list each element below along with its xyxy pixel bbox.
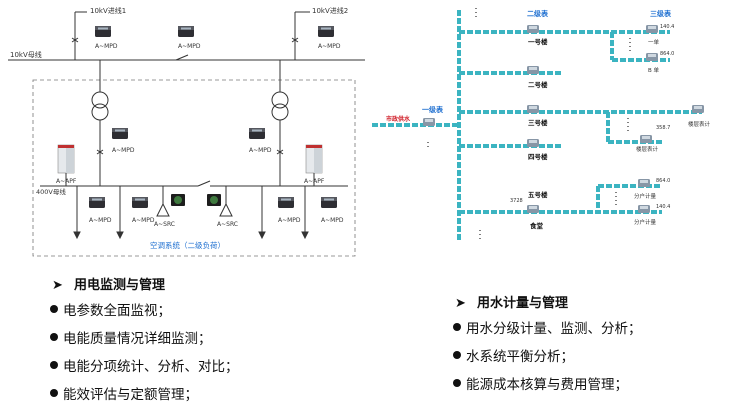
floor-meter-label: 楼层表计 bbox=[636, 145, 659, 153]
src-label-1: A~SRC bbox=[154, 221, 175, 228]
busbar-10kv-label: 10kV母线 bbox=[10, 50, 42, 59]
src-device-1 bbox=[156, 202, 170, 217]
bullet-icon bbox=[453, 379, 461, 387]
level2-label: 二级表 bbox=[527, 9, 549, 18]
water-section-title: ➤用水计量与管理 bbox=[455, 296, 569, 311]
mpd-label-top-3: A~MPD bbox=[318, 43, 341, 50]
unit-a-label: 一单 bbox=[648, 38, 660, 46]
load-group-label: 空调系统（二级负荷） bbox=[150, 240, 225, 250]
reading-building-5: 3728 bbox=[510, 198, 523, 204]
electric-section-title: ➤用电监测与管理 bbox=[52, 278, 166, 293]
unit-b-label: B 单 bbox=[648, 66, 660, 74]
water-meter-floor bbox=[640, 135, 652, 143]
apf-cabinet-1 bbox=[57, 144, 75, 174]
secondary-boundary bbox=[32, 79, 356, 257]
reading-sub-1: 864.0 bbox=[656, 178, 670, 184]
bullet-icon bbox=[50, 333, 58, 341]
bullet-icon bbox=[50, 305, 58, 313]
mpd-device-top-1 bbox=[95, 26, 111, 37]
list-item: 用水分级计量、监测、分析； bbox=[453, 315, 642, 343]
list-item: 能效评估与定额管理； bbox=[50, 381, 239, 409]
main-meter-label: 楼层表计 bbox=[688, 120, 711, 128]
busbar-400v-label: 400V母线 bbox=[36, 187, 66, 196]
sub-meter-2-label: 分户计量 bbox=[634, 218, 657, 226]
water-meter-sub-1 bbox=[638, 179, 650, 187]
mpd-label-top-1: A~MPD bbox=[95, 43, 118, 50]
mpd-device-bottom-4 bbox=[321, 197, 337, 208]
transformer-2 bbox=[271, 91, 289, 109]
water-meter-unit-b bbox=[646, 53, 658, 61]
sub-meter-1-label: 分户计量 bbox=[634, 192, 657, 200]
list-item: 能源成本核算与费用管理； bbox=[453, 371, 642, 399]
water-meter-b4 bbox=[527, 139, 539, 147]
arrow-right-icon: ➤ bbox=[52, 278, 63, 293]
mpd-device-mid-1 bbox=[112, 128, 128, 139]
list-item: 电参数全面监视； bbox=[50, 297, 239, 325]
bullet-icon bbox=[50, 389, 58, 397]
water-meter-sub-2 bbox=[638, 205, 650, 213]
water-meter-b1 bbox=[527, 25, 539, 33]
mpd-label-mid-2: A~MPD bbox=[249, 147, 272, 154]
incoming-2-label: 10kV进线2 bbox=[312, 6, 348, 15]
src-device-2 bbox=[219, 202, 233, 217]
water-metering-diagram: 一级表 二级表 三级表 市政供水 一号楼 二号楼 三号楼 四号楼 五号楼 食堂 … bbox=[372, 0, 730, 250]
mpd-device-top-3 bbox=[318, 26, 334, 37]
reading-unit-b: 864.0 bbox=[660, 51, 674, 57]
building-1-label: 一号楼 bbox=[528, 37, 548, 46]
reading-floor: 358.7 bbox=[656, 125, 670, 131]
building-3-label: 三号楼 bbox=[528, 118, 548, 127]
water-meter-b2 bbox=[527, 66, 539, 74]
list-item: 电能分项统计、分析、对比； bbox=[50, 353, 239, 381]
level1-label: 一级表 bbox=[422, 105, 444, 114]
water-meter-b5 bbox=[527, 205, 539, 213]
bullet-icon bbox=[453, 323, 461, 331]
mpd-label-bottom-4: A~MPD bbox=[321, 217, 344, 224]
mpd-label-bottom-1: A~MPD bbox=[89, 217, 112, 224]
reading-sub-2: 140.4 bbox=[656, 204, 670, 210]
source-label: 市政供水 bbox=[386, 115, 411, 123]
mpd-label-bottom-3: A~MPD bbox=[278, 217, 301, 224]
water-meter-main bbox=[692, 105, 704, 113]
power-diagram-svg: 10kV进线1 10kV进线2 A~MPD A~MPD A~MPD 10kV母线… bbox=[8, 6, 365, 257]
list-item: 电能质量情况详细监测； bbox=[50, 325, 239, 353]
water-diagram-svg: 一级表 二级表 三级表 市政供水 一号楼 二号楼 三号楼 四号楼 五号楼 食堂 … bbox=[372, 8, 711, 240]
src-meter-2 bbox=[207, 194, 221, 206]
mpd-device-bottom-3 bbox=[278, 197, 294, 208]
arrow-right-icon: ➤ bbox=[455, 296, 466, 311]
bullet-icon bbox=[50, 361, 58, 369]
ellipsis-marks bbox=[427, 8, 631, 240]
mpd-device-bottom-1 bbox=[89, 197, 105, 208]
water-meter-b3 bbox=[527, 105, 539, 113]
building-2-label: 二号楼 bbox=[528, 80, 548, 89]
mpd-label-top-2: A~MPD bbox=[178, 43, 201, 50]
electric-feature-list: 电参数全面监视； 电能质量情况详细监测； 电能分项统计、分析、对比； 能效评估与… bbox=[50, 297, 239, 409]
list-item: 水系统平衡分析； bbox=[453, 343, 642, 371]
src-label-2: A~SRC bbox=[217, 221, 238, 228]
pipe-network bbox=[372, 10, 702, 240]
mpd-device-top-2 bbox=[178, 26, 194, 37]
building-4-label: 四号楼 bbox=[528, 152, 548, 161]
src-meter-1 bbox=[171, 194, 185, 206]
mpd-device-bottom-2 bbox=[132, 197, 148, 208]
water-feature-list: 用水分级计量、监测、分析； 水系统平衡分析； 能源成本核算与费用管理； bbox=[453, 315, 642, 399]
water-meter-level1 bbox=[423, 118, 435, 126]
power-distribution-diagram: 10kV进线1 10kV进线2 A~MPD A~MPD A~MPD 10kV母线… bbox=[0, 0, 365, 262]
building-5-label: 五号楼 bbox=[528, 190, 548, 199]
reading-unit-a: 140.4 bbox=[660, 24, 674, 30]
incoming-1-label: 10kV进线1 bbox=[90, 6, 126, 15]
water-meter-unit-a bbox=[646, 25, 658, 33]
transformer-1 bbox=[91, 91, 109, 109]
mpd-label-mid-1: A~MPD bbox=[112, 147, 135, 154]
bullet-icon bbox=[453, 351, 461, 359]
apf-cabinet-2 bbox=[305, 144, 323, 174]
level3-label: 三级表 bbox=[650, 9, 672, 18]
canteen-label: 食堂 bbox=[529, 221, 544, 230]
mpd-device-mid-2 bbox=[249, 128, 265, 139]
mpd-label-bottom-2: A~MPD bbox=[132, 217, 155, 224]
